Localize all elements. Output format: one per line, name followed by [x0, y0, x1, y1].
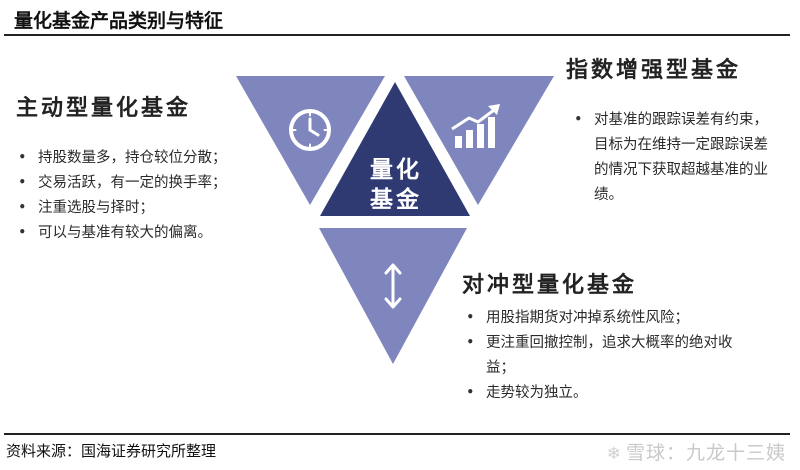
list-item: 注重选股与择时； — [14, 196, 314, 221]
active-fund-bullets: 持股数量多，持仓较位分散； 交易活跃，有一定的换手率； 注重选股与择时； 可以与… — [14, 146, 314, 246]
list-item: 用股指期货对冲掉系统性风险； — [462, 306, 752, 331]
center-label-line1: 量化 — [370, 156, 422, 183]
list-item: 走势较为独立。 — [462, 381, 752, 406]
list-item: 可以与基准有较大的偏离。 — [14, 221, 314, 246]
list-item: 对基准的跟踪误差有约束，目标为在维持一定跟踪误差的情况下获取超越基准的业绩。 — [570, 108, 775, 208]
watermark: ❄雪球：九龙十三姨 — [607, 438, 786, 465]
growth-chart-icon — [451, 104, 500, 148]
list-item: 更注重回撤控制，追求大概率的绝对收益； — [462, 331, 752, 381]
triangle-active — [236, 76, 385, 205]
enhanced-fund-bullets: 对基准的跟踪误差有约束，目标为在维持一定跟踪误差的情况下获取超越基准的业绩。 — [570, 108, 775, 208]
watermark-text: 雪球：九龙十三姨 — [625, 442, 786, 464]
center-label-line2: 基金 — [370, 186, 422, 213]
enhanced-fund-title: 指数增强型基金 — [566, 57, 742, 83]
hedge-fund-bullets: 用股指期货对冲掉系统性风险； 更注重回撤控制，追求大概率的绝对收益； 走势较为独… — [462, 306, 752, 406]
bottom-divider — [4, 433, 790, 435]
active-fund-title: 主动型量化基金 — [16, 95, 192, 121]
top-divider — [4, 34, 790, 36]
list-item: 交易活跃，有一定的换手率； — [14, 171, 314, 196]
page-title: 量化基金产品类别与特征 — [14, 10, 224, 32]
snowball-icon: ❄ — [606, 444, 622, 464]
list-item: 持股数量多，持仓较位分散； — [14, 146, 314, 171]
hedge-fund-title: 对冲型量化基金 — [462, 272, 638, 298]
triangle-center — [320, 82, 470, 216]
vertical-arrows-icon — [384, 263, 402, 309]
source-note: 资料来源：国海证券研究所整理 — [6, 442, 217, 460]
